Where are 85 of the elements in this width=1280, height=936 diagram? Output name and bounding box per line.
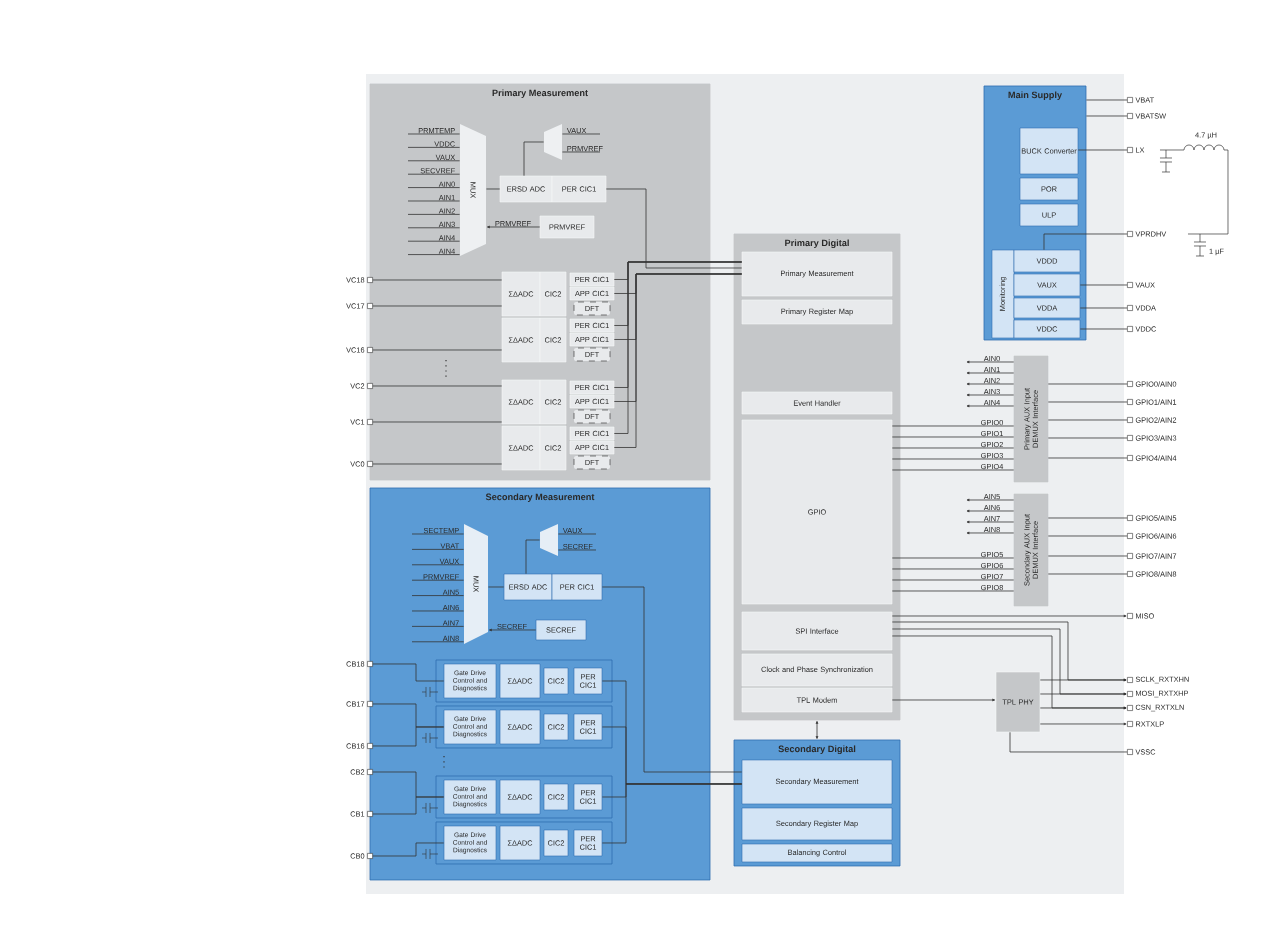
connector [407, 240, 460, 242]
connector [601, 783, 743, 844]
connector [487, 225, 541, 229]
connector [407, 254, 460, 255]
connector [891, 568, 1015, 570]
connector [372, 726, 445, 747]
connector [486, 188, 501, 190]
connector [891, 579, 1015, 581]
connector [407, 147, 460, 148]
connector [407, 173, 460, 175]
connector [411, 641, 464, 643]
connector [815, 721, 819, 739]
connector [891, 614, 1127, 618]
connector [1047, 383, 1128, 385]
connector [966, 382, 1015, 386]
multiplexer [540, 524, 558, 556]
connector [601, 586, 743, 773]
connector [411, 564, 464, 566]
connector [372, 842, 445, 857]
connector [411, 549, 464, 550]
connector [966, 371, 1015, 375]
connector [372, 463, 503, 465]
connector [562, 151, 601, 153]
connector [372, 349, 503, 351]
connector [891, 436, 1015, 438]
connector [966, 404, 1015, 408]
connector [891, 698, 996, 702]
connector [891, 469, 1015, 471]
connector [1047, 401, 1128, 403]
connector [891, 458, 1015, 460]
connector [372, 305, 503, 307]
connector [562, 133, 601, 135]
connector [1079, 328, 1128, 330]
connector [605, 188, 743, 269]
connector [1047, 437, 1128, 439]
connector [372, 385, 503, 387]
connector [407, 227, 460, 229]
connector [1047, 419, 1128, 421]
connector [407, 200, 460, 202]
connector [891, 590, 1015, 592]
connector [1047, 535, 1128, 537]
connector [1079, 307, 1128, 309]
connector [372, 796, 445, 815]
connector [411, 579, 464, 581]
connector [407, 160, 460, 162]
connector [891, 447, 1015, 449]
connector [488, 586, 505, 588]
connector [1077, 149, 1128, 151]
connector [523, 141, 544, 177]
connector [411, 595, 464, 596]
connector [1039, 692, 1127, 696]
connector [558, 549, 597, 551]
connector [1047, 555, 1128, 557]
multiplexer [544, 124, 562, 160]
connector [525, 539, 540, 575]
connector [966, 509, 1015, 513]
connector [407, 214, 460, 215]
connector [407, 187, 460, 188]
connector [372, 663, 445, 682]
connector [1009, 731, 1128, 753]
connector [891, 425, 1015, 427]
connector [411, 533, 464, 535]
connector [891, 557, 1015, 559]
connector [1039, 722, 1127, 726]
connector [966, 520, 1015, 524]
connector [1047, 517, 1128, 519]
connector [1086, 99, 1128, 101]
connector [1047, 573, 1128, 575]
connector [966, 498, 1015, 502]
connector [1086, 115, 1128, 117]
connector [411, 626, 464, 627]
connector [1047, 457, 1128, 459]
connector [1079, 284, 1128, 286]
connector [1043, 233, 1128, 251]
connector [372, 421, 503, 423]
connector [1039, 678, 1127, 682]
connector [558, 533, 597, 535]
connector [1039, 706, 1127, 710]
connector [411, 610, 464, 612]
connector [489, 628, 537, 632]
connector [966, 531, 1015, 535]
connector [372, 279, 503, 281]
connector [966, 393, 1015, 397]
connector [407, 133, 460, 135]
connector [966, 360, 1015, 364]
